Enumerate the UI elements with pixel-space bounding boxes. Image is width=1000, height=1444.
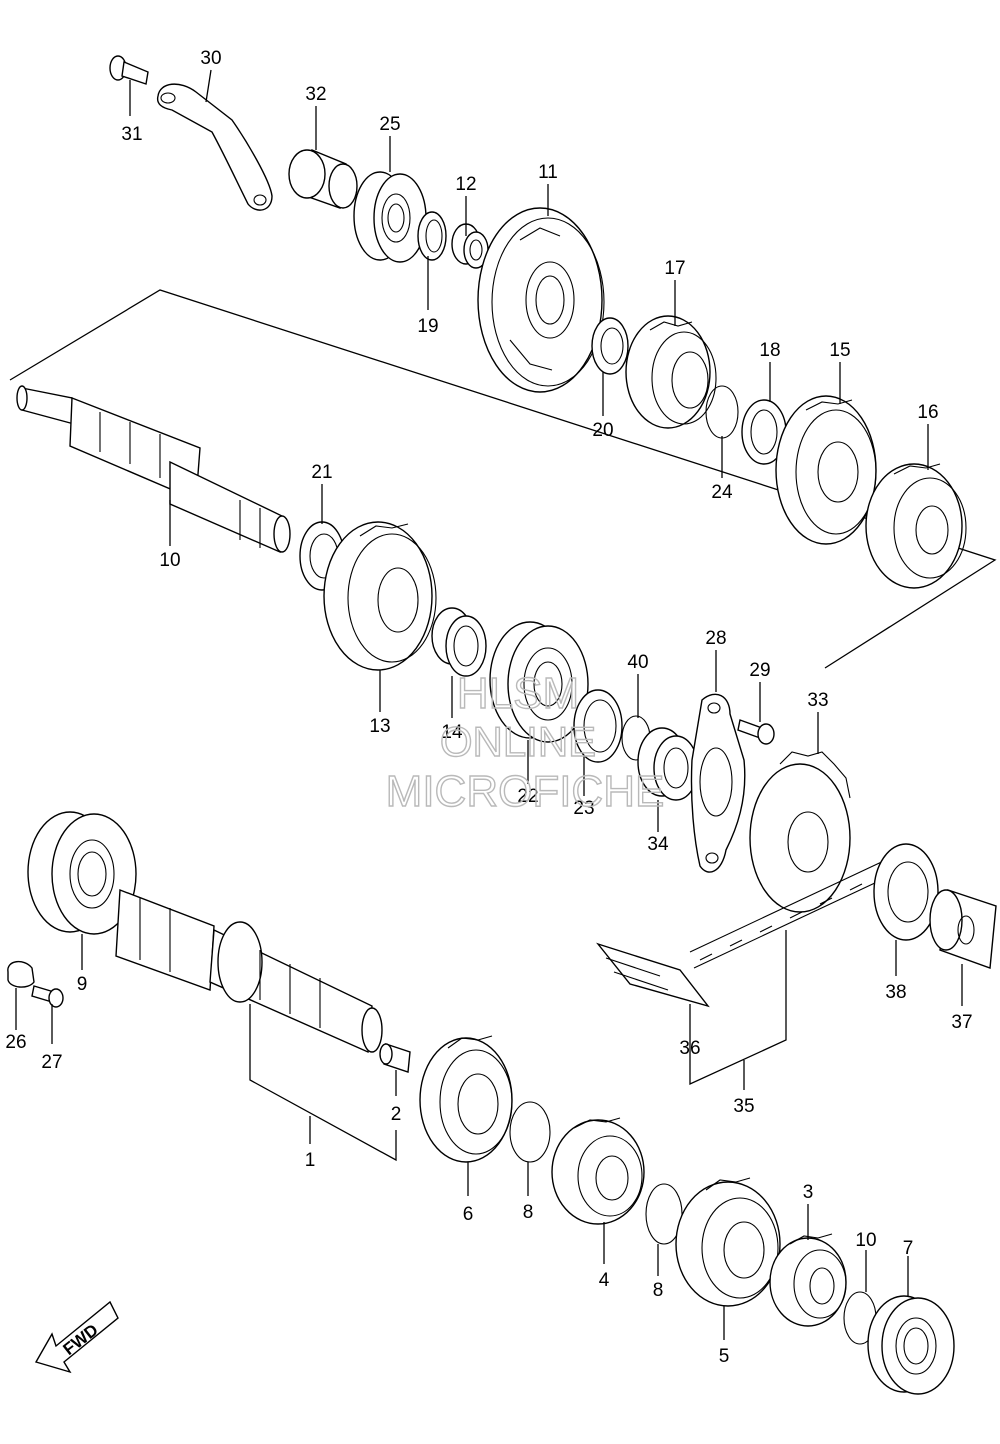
label-40: 40: [627, 652, 648, 673]
part-13-bushing: [451, 223, 489, 269]
part-38-nut: [929, 889, 997, 969]
part-31-shift-lever: [156, 83, 273, 211]
part-28-screw: [31, 985, 64, 1008]
label-13: 12: [455, 174, 476, 195]
part-39-lock-washer: [873, 843, 939, 941]
label-31: 30: [200, 48, 221, 69]
label-36: 35: [733, 1096, 754, 1117]
part-3-gear: [769, 1233, 847, 1327]
label-32: 31: [121, 124, 142, 145]
part-36-drive-chain: [689, 857, 895, 969]
svg-text:HLSM: HLSM: [457, 669, 579, 718]
part-labels: 30 31 32 25 12 11 19 17 20 18 15 24 16 2…: [5, 48, 972, 1367]
part-6-gear: [419, 1035, 513, 1163]
part-5-gear: [675, 1177, 781, 1307]
part-23-bearing: [489, 621, 589, 743]
part-11-countershaft: [16, 385, 291, 554]
part-4-gear: [551, 1117, 645, 1225]
fwd-arrow-icon: FWD: [34, 1300, 119, 1374]
label-17: 16: [917, 402, 938, 423]
part-37-chain-joint: [596, 942, 710, 1008]
label-20: 19: [417, 316, 438, 337]
part-20-washer: [417, 211, 447, 261]
part-1-driveshaft: [115, 889, 383, 1054]
label-3: 3: [803, 1182, 814, 1203]
label-25: 24: [711, 482, 733, 503]
leader-lines: [15, 69, 963, 1340]
label-12: 11: [538, 162, 558, 183]
label-29: 28: [705, 628, 726, 649]
label-38: 37: [951, 1012, 972, 1033]
part-7-bearing: [867, 1295, 955, 1395]
label-4: 4: [599, 1270, 610, 1291]
label-14: 13: [369, 716, 390, 737]
label-1: 1: [305, 1150, 316, 1171]
countershaft-group-frame: [9, 289, 997, 669]
label-10: 9: [77, 974, 88, 995]
label-18: 17: [664, 258, 685, 279]
label-27: 26: [5, 1032, 26, 1053]
label-11: 10: [159, 550, 180, 571]
label-23: 22: [517, 786, 538, 807]
part-15-bushing: [431, 607, 487, 677]
label-34: 33: [807, 690, 828, 711]
label-24: 23: [573, 798, 594, 819]
part-35-spacer: [637, 727, 699, 801]
label-15: 14: [441, 722, 463, 743]
label-16: 15: [829, 340, 850, 361]
label-22: 21: [311, 462, 332, 483]
label-7: 7: [903, 1238, 914, 1259]
part-17-gear: [865, 463, 967, 589]
label-6: 6: [463, 1204, 474, 1225]
label-30: 29: [749, 660, 770, 681]
label-35: 34: [647, 834, 669, 855]
part-2-needle-bearing: [379, 1043, 411, 1073]
part-10-bearing: [27, 811, 137, 935]
svg-text:MICROFICHE: MICROFICHE: [386, 767, 665, 816]
label-2: 2: [391, 1104, 402, 1125]
label-28: 27: [41, 1052, 62, 1073]
part-8-circlip: [509, 1101, 551, 1163]
label-21: 20: [592, 420, 613, 441]
part-29-plate: [690, 693, 746, 873]
part-14-gear: [323, 521, 437, 671]
part-26-bearing: [353, 171, 427, 263]
watermark: HLSM ONLINE MICROFICHE: [385, 668, 665, 816]
label-33: 32: [305, 84, 326, 105]
label-5: 5: [719, 1346, 730, 1367]
part-24-oil-seal: [573, 689, 623, 763]
svg-text:ONLINE: ONLINE: [440, 718, 596, 765]
part-18-gear: [625, 315, 717, 429]
part-12-gear: [477, 207, 605, 393]
part-30-screw: [737, 719, 775, 745]
label-9: 10: [855, 1230, 876, 1251]
part-25-circlip: [705, 385, 739, 439]
label-19: 18: [759, 340, 780, 361]
label-8-second: 8: [653, 1280, 664, 1301]
part-27-stopper: [7, 961, 35, 988]
part-32-bolt: [109, 55, 149, 85]
part-33-collar: [288, 149, 358, 209]
part-21-washer: [591, 317, 629, 375]
part-34-sprocket: [749, 751, 851, 913]
label-39: 38: [885, 982, 906, 1003]
label-8: 8: [523, 1202, 534, 1223]
label-37: 36: [679, 1038, 700, 1059]
part-16-gear: [775, 395, 877, 545]
label-26: 25: [379, 114, 400, 135]
